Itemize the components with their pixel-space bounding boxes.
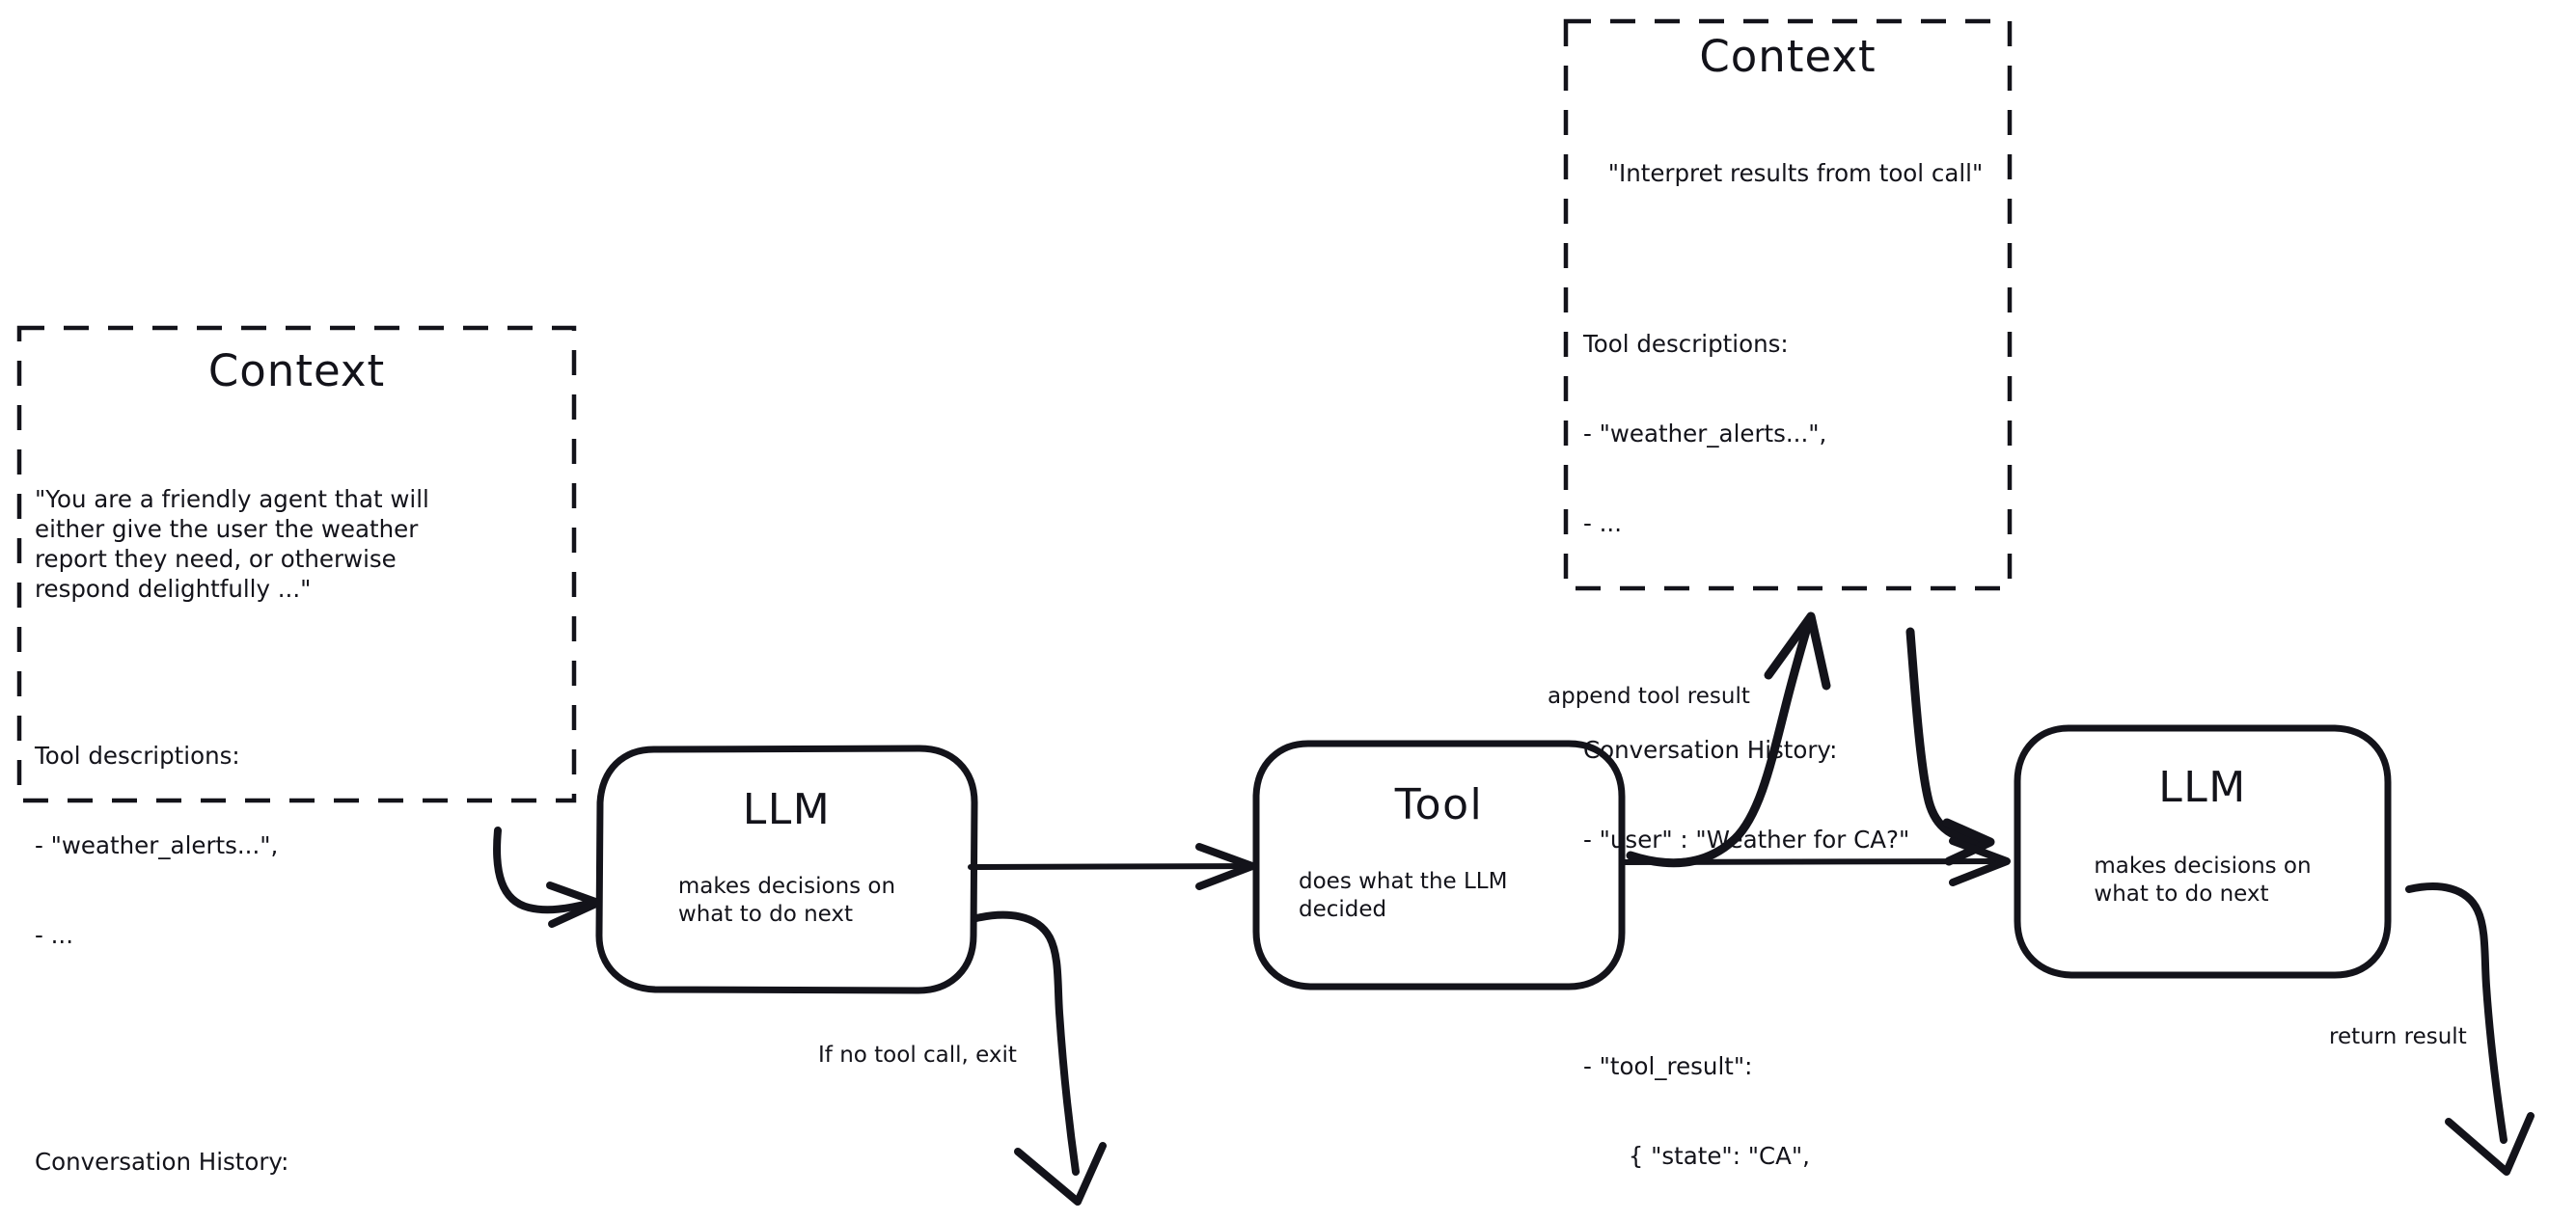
- edge-tool-to-llm2: [1620, 837, 2011, 886]
- node-llm-1-title: LLM: [742, 785, 832, 834]
- context-right-tools: Tool descriptions: - "weather_alerts..."…: [1583, 269, 2008, 598]
- context-right-history-item: - "user" : "Weather for CA?": [1583, 826, 1910, 854]
- edge-llm2-return: [2405, 882, 2535, 1176]
- node-tool[interactable]: Tool does what the LLM decided: [1256, 744, 1622, 987]
- context-right-history: Conversation History: - "user" : "Weathe…: [1583, 675, 2008, 914]
- tool-result-line: { "state": "CA",: [1583, 1142, 1810, 1170]
- llm-1-border: [595, 745, 978, 994]
- context-left-tool-item: - "weather_alerts...",: [35, 831, 279, 859]
- context-right-title: Context: [1699, 31, 1877, 82]
- node-llm-1[interactable]: LLM makes decisions on what to do next: [599, 748, 974, 990]
- context-left-body: "You are a friendly agent that will eith…: [35, 424, 556, 1221]
- context-left-tools: Tool descriptions: - "weather_alerts..."…: [35, 681, 556, 1010]
- edge-llm1-to-tool: [968, 843, 1256, 890]
- node-tool-title: Tool: [1394, 780, 1484, 829]
- context-right-body: "Interpret results from tool call" Tool …: [1583, 98, 2008, 1221]
- context-right-tool-result: - "tool_result": { "state": "CA", [ { "r…: [1583, 991, 2008, 1221]
- context-right-tool-item: - ...: [1583, 509, 1622, 537]
- context-left-tools-heading: Tool descriptions:: [35, 742, 240, 770]
- context-left-system-prompt: "You are a friendly agent that will eith…: [35, 485, 429, 603]
- edge-label-return-result: return result: [2329, 1024, 2467, 1049]
- edge-label-llm1-exit: If no tool call, exit: [818, 1043, 1017, 1068]
- node-tool-subtitle: does what the LLM decided: [1299, 869, 1508, 922]
- context-left-border: [16, 325, 577, 803]
- context-right-tool-item: - "weather_alerts...",: [1583, 420, 1827, 448]
- context-left-history: Conversation History: - "user" : "Weathe…: [35, 1087, 556, 1221]
- node-llm-2-subtitle: makes decisions on what to do next: [2094, 854, 2312, 907]
- context-right-history-heading: Conversation History:: [1583, 736, 1838, 764]
- llm-2-border: [2014, 724, 2392, 979]
- context-right-system-prompt: "Interpret results from tool call": [1607, 159, 1984, 187]
- node-llm-1-subtitle: makes decisions on what to do next: [677, 874, 896, 927]
- tool-border: [1252, 740, 1626, 990]
- node-llm-2-title: LLM: [2158, 763, 2247, 812]
- edge-context-to-llm2: [1905, 627, 1995, 866]
- edge-label-append-tool-result: append tool result: [1548, 684, 1750, 709]
- context-left-tool-item: - ...: [35, 921, 73, 949]
- context-left-panel: Context "You are a friendly agent that w…: [19, 328, 574, 1176]
- node-llm-2[interactable]: LLM makes decisions on what to do next: [2017, 728, 2388, 975]
- edge-context-to-llm1: [493, 827, 602, 928]
- edge-llm1-exit: [973, 910, 1107, 1206]
- context-right-border: [1563, 18, 2013, 591]
- context-right-tools-heading: Tool descriptions:: [1583, 330, 1789, 358]
- context-left-title: Context: [207, 345, 386, 396]
- tool-result-line: - "tool_result":: [1583, 1052, 1753, 1080]
- context-left-history-heading: Conversation History:: [35, 1148, 289, 1176]
- context-right-panel: Context "Interpret results from tool cal…: [1566, 21, 2010, 1170]
